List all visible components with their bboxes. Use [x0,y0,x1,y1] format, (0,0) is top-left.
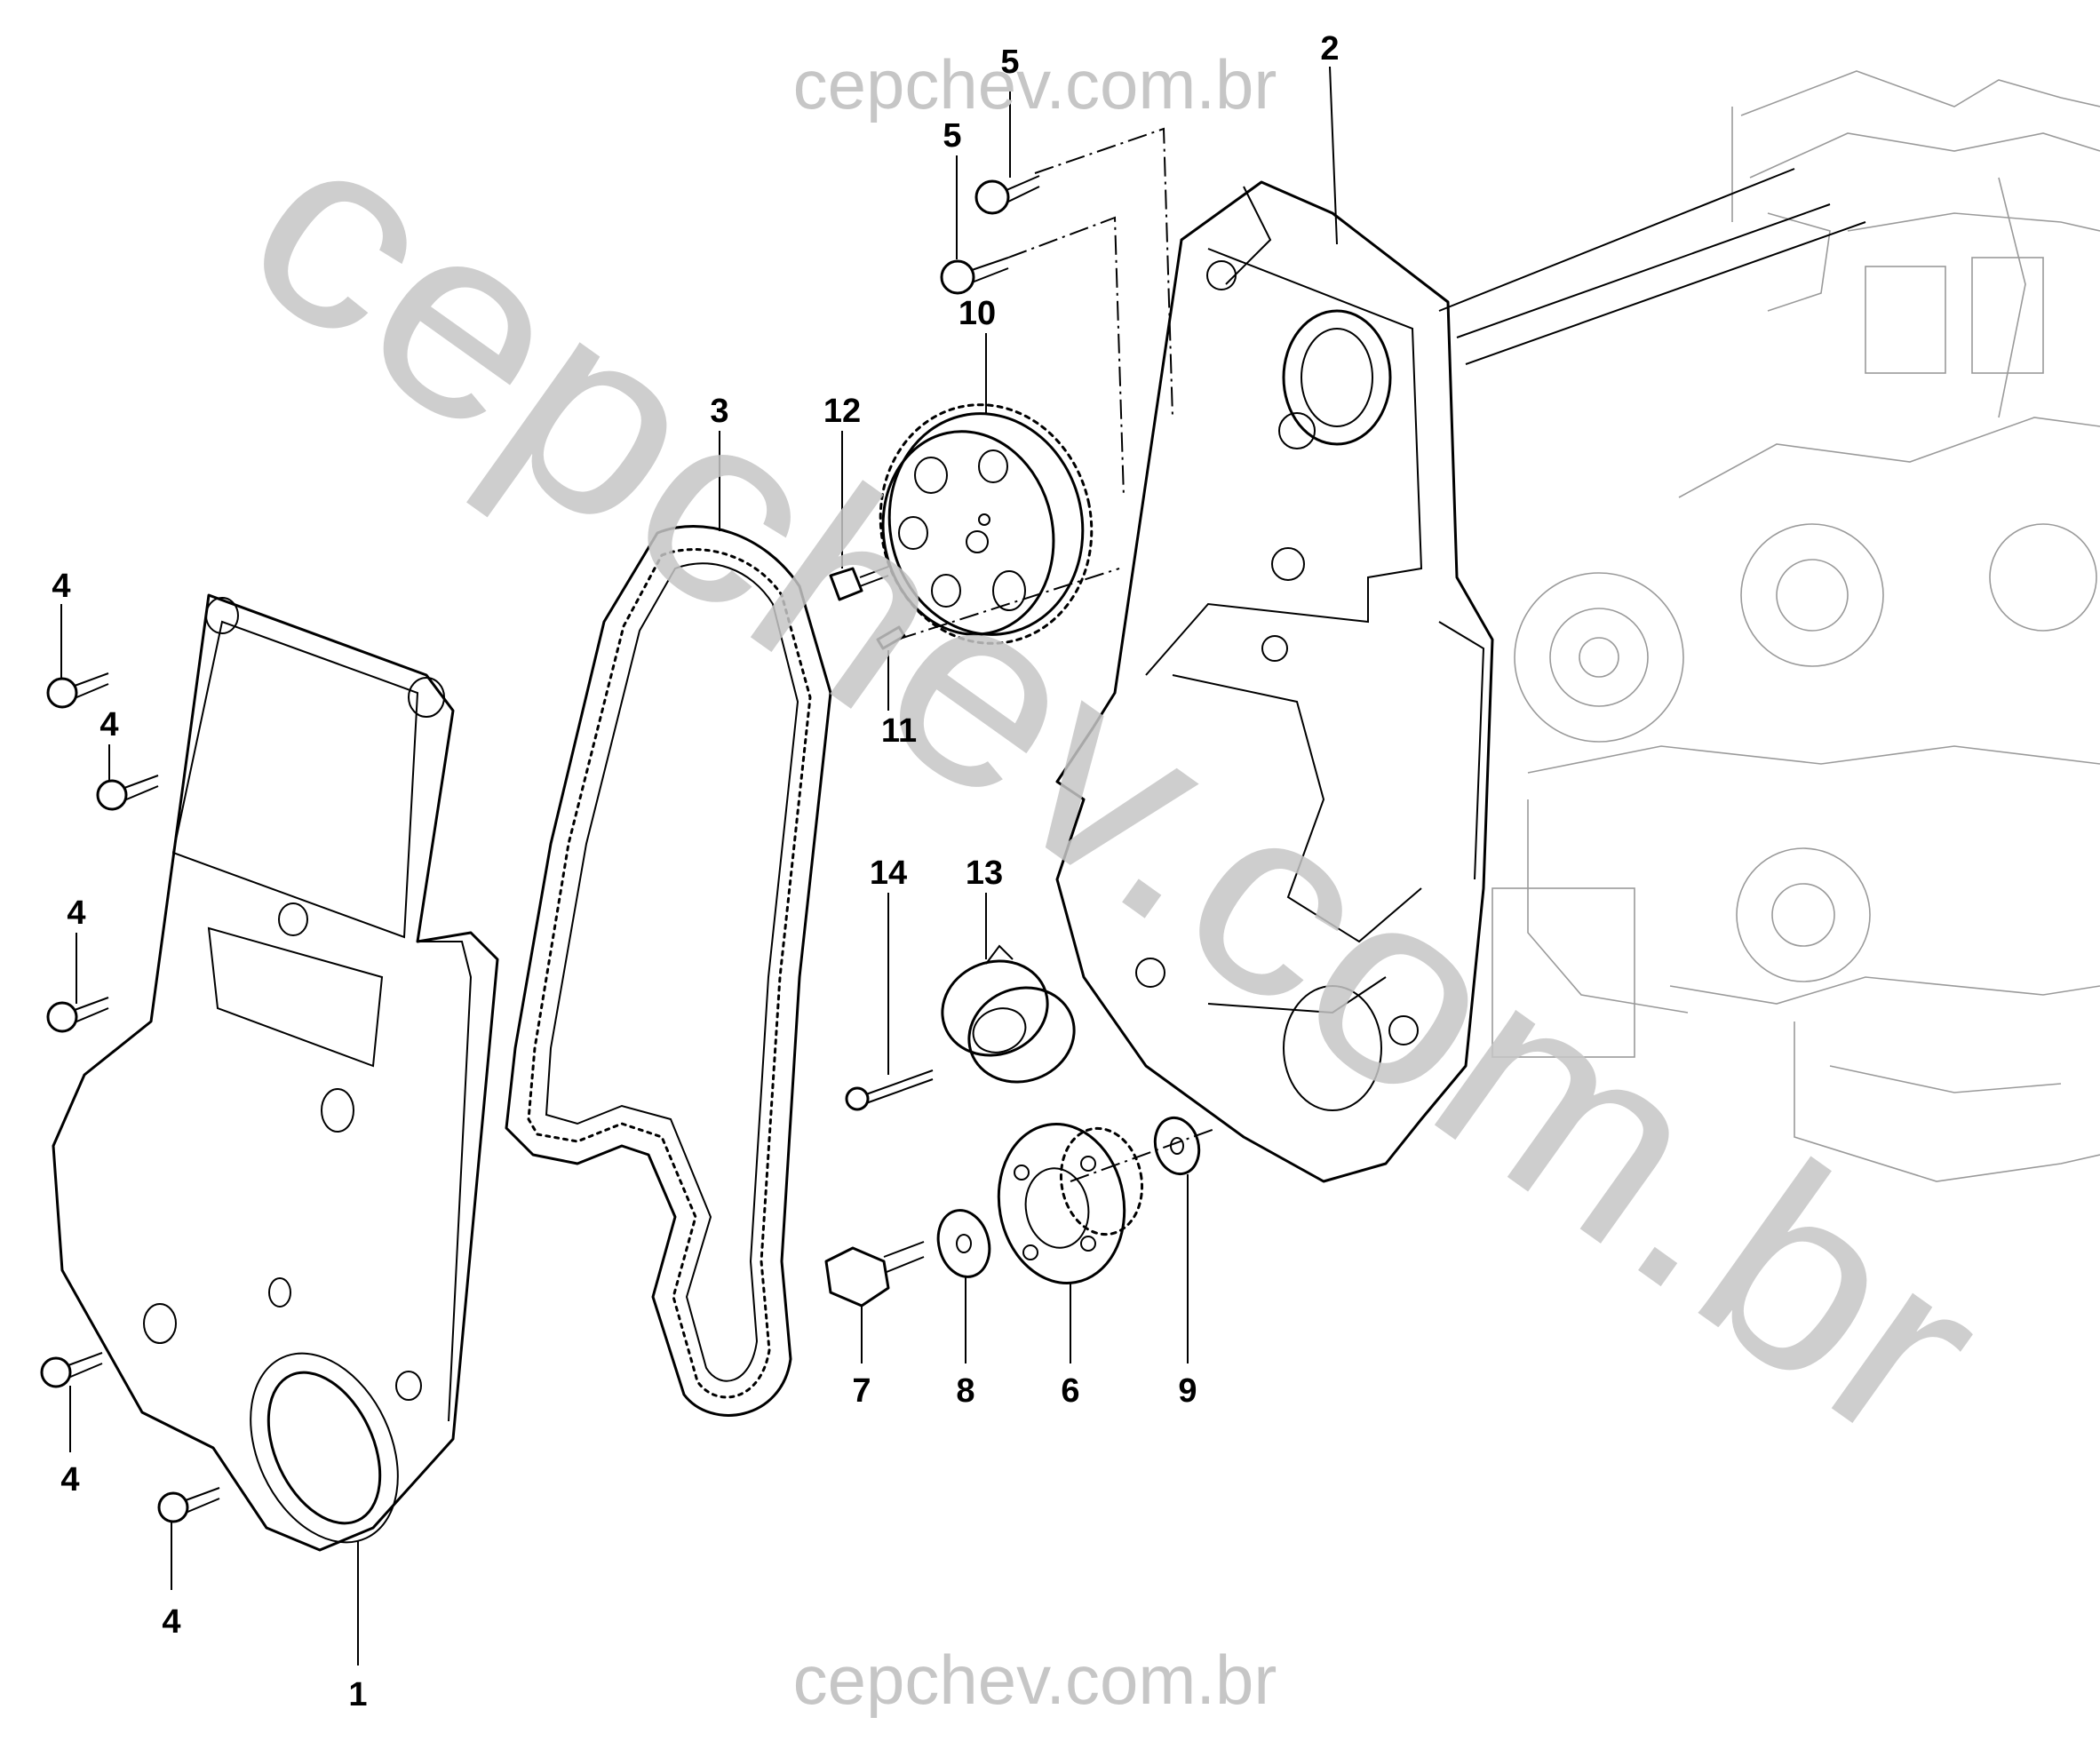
callout-12: 12 [823,393,861,430]
callout-1: 1 [348,1676,367,1713]
callout-7: 7 [852,1372,871,1410]
part-7-crank-bolt [824,1241,925,1308]
callout-9: 9 [1178,1372,1197,1410]
alignment-lines [896,127,1218,1182]
callout-5-upper: 5 [1000,44,1019,81]
callout-2: 2 [1320,30,1339,68]
part-5-bolt-lower [940,257,1009,295]
callout-4-c: 4 [67,894,85,932]
assembly-axis-lines [1438,168,1866,365]
callout-14: 14 [870,855,907,892]
callout-3: 3 [710,393,728,430]
part-12-cam-bolt [829,566,889,601]
engine-block-sketch [1491,70,2100,1182]
part-4-bolt-a [46,672,109,709]
callout-5-lower: 5 [943,117,961,155]
callout-6: 6 [1061,1372,1079,1410]
callout-4-d: 4 [60,1461,79,1499]
part-4-bolt-e [157,1487,220,1523]
part-11-dowel-pin [876,625,906,650]
part-9-washer [1153,1116,1201,1176]
callout-labels: 2 5 5 10 3 12 11 14 13 4 4 4 4 4 1 7 8 6… [52,30,1339,1713]
watermark-bottom: cepchev.com.br [793,1641,1277,1719]
callout-11: 11 [881,712,917,750]
part-6-crankshaft-pulley [997,1123,1144,1284]
part-1-front-timing-cover [52,593,499,1552]
callout-4-a: 4 [52,568,70,605]
part-4-bolt-b [96,775,159,811]
callout-13: 13 [966,855,1003,892]
part-5-bolt-upper [974,175,1040,215]
leader-lines [60,66,1338,1665]
part-10-camshaft-pulley [879,403,1094,645]
part-13-belt-tensioner [941,944,1076,1084]
watermark-diagonal: cepchev.com.br [197,70,2035,1500]
part-4-bolt-c [46,997,109,1033]
watermark-top: cepchev.com.br [793,45,1277,123]
callout-8: 8 [956,1372,974,1410]
callout-4-e: 4 [162,1603,180,1641]
part-2-rear-timing-cover [1055,180,1494,1183]
part-3-timing-belt [505,525,832,1417]
part-14-tensioner-bolt [845,1069,934,1111]
callout-4-b: 4 [99,706,118,743]
part-8-washer [936,1209,991,1278]
callout-10: 10 [959,295,996,332]
part-4-bolt-d [40,1352,103,1388]
